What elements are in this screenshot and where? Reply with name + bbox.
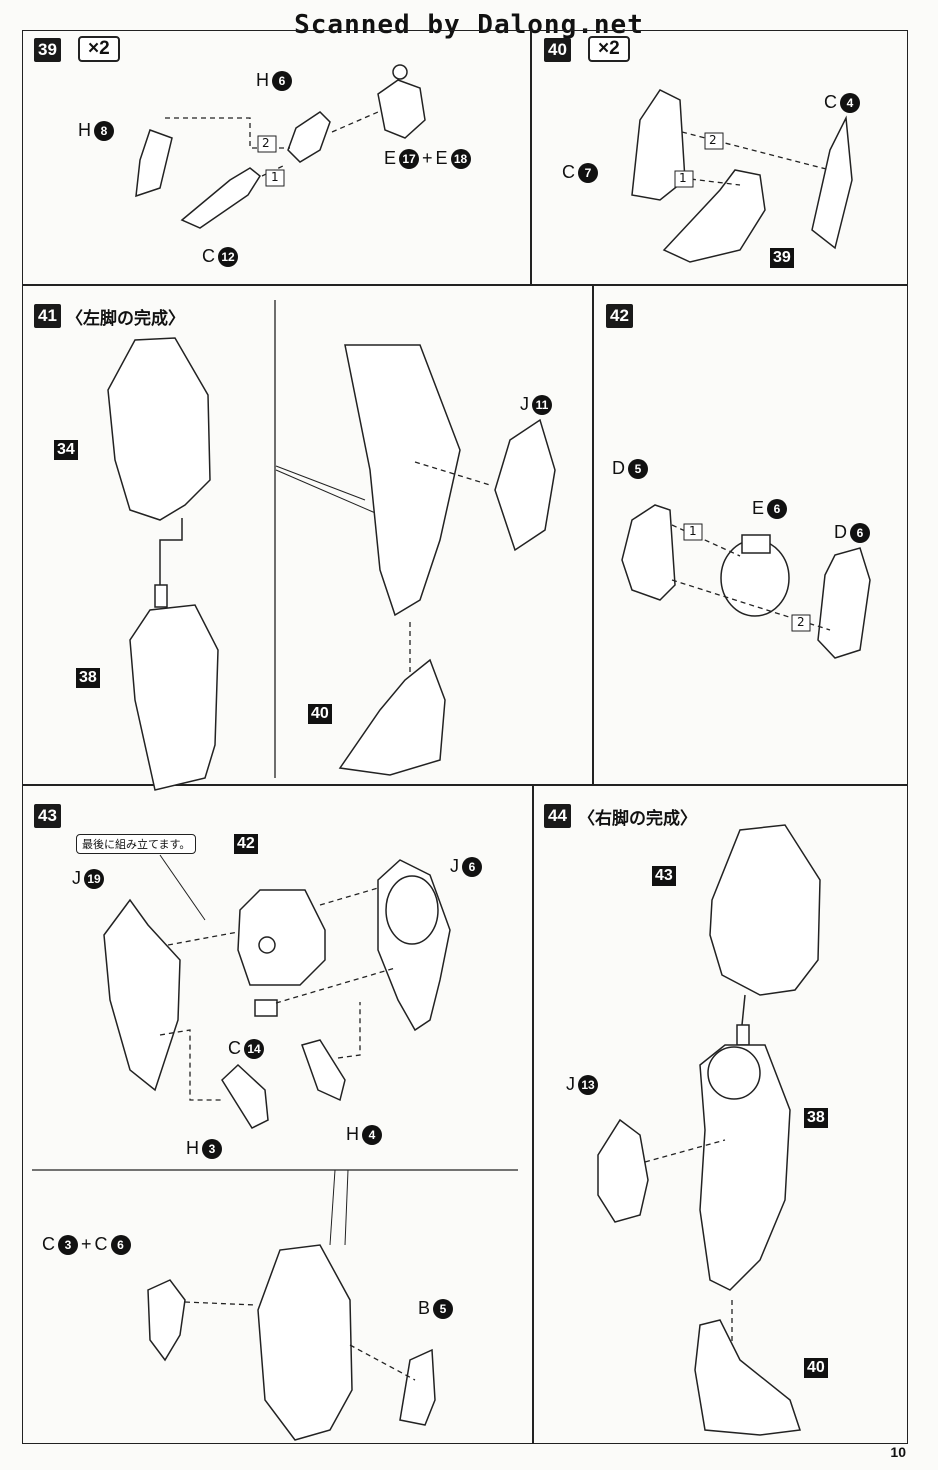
- step-41-title: 〈左脚の完成〉: [66, 309, 185, 329]
- panel-step-41: [22, 284, 594, 786]
- order-label-1: 1: [679, 171, 687, 185]
- ref-step-43: 43: [652, 866, 676, 886]
- step-40-multiplier: ×2: [588, 36, 630, 62]
- ref-step-40: 40: [308, 704, 332, 724]
- step42-parts: [621, 504, 871, 659]
- panel-step-43: [22, 784, 534, 1444]
- order-label-2: 2: [797, 615, 805, 629]
- step-44-number: 44: [544, 804, 571, 828]
- order-label-1: 1: [271, 170, 279, 184]
- step-42-number: 42: [606, 304, 633, 328]
- ref-step-42: 42: [234, 834, 258, 854]
- step-43-number: 43: [34, 804, 61, 828]
- ref-step-38: 38: [804, 1108, 828, 1128]
- step44-parts: [597, 824, 821, 1436]
- assembly-note: 最後に組み立てます。: [76, 834, 197, 854]
- order-label-1: 1: [689, 524, 697, 538]
- ref-step-40: 40: [804, 1358, 828, 1378]
- order-label-2: 2: [262, 136, 270, 150]
- panel-step-42: [592, 284, 908, 786]
- step43-parts: [103, 854, 451, 1441]
- step-44-title: 〈右脚の完成〉: [578, 809, 697, 829]
- step-40-number: 40: [544, 38, 571, 62]
- panel-step-39: [22, 30, 532, 286]
- step41-parts: [107, 337, 556, 791]
- ref-step-38: 38: [76, 668, 100, 688]
- ref-step-34: 34: [54, 440, 78, 460]
- page-number: 10: [890, 1444, 906, 1460]
- panel-step-40: [530, 30, 908, 286]
- ref-step-39: 39: [770, 248, 794, 268]
- step39-parts: [135, 64, 426, 229]
- order-label-2: 2: [709, 133, 717, 147]
- step-39-multiplier: ×2: [78, 36, 120, 62]
- scan-credit: Scanned by Dalong.net: [294, 10, 644, 40]
- step40-parts: [631, 89, 853, 263]
- panel-step-44: [532, 784, 908, 1444]
- step-39-number: 39: [34, 38, 61, 62]
- step-41-number: 41: [34, 304, 61, 328]
